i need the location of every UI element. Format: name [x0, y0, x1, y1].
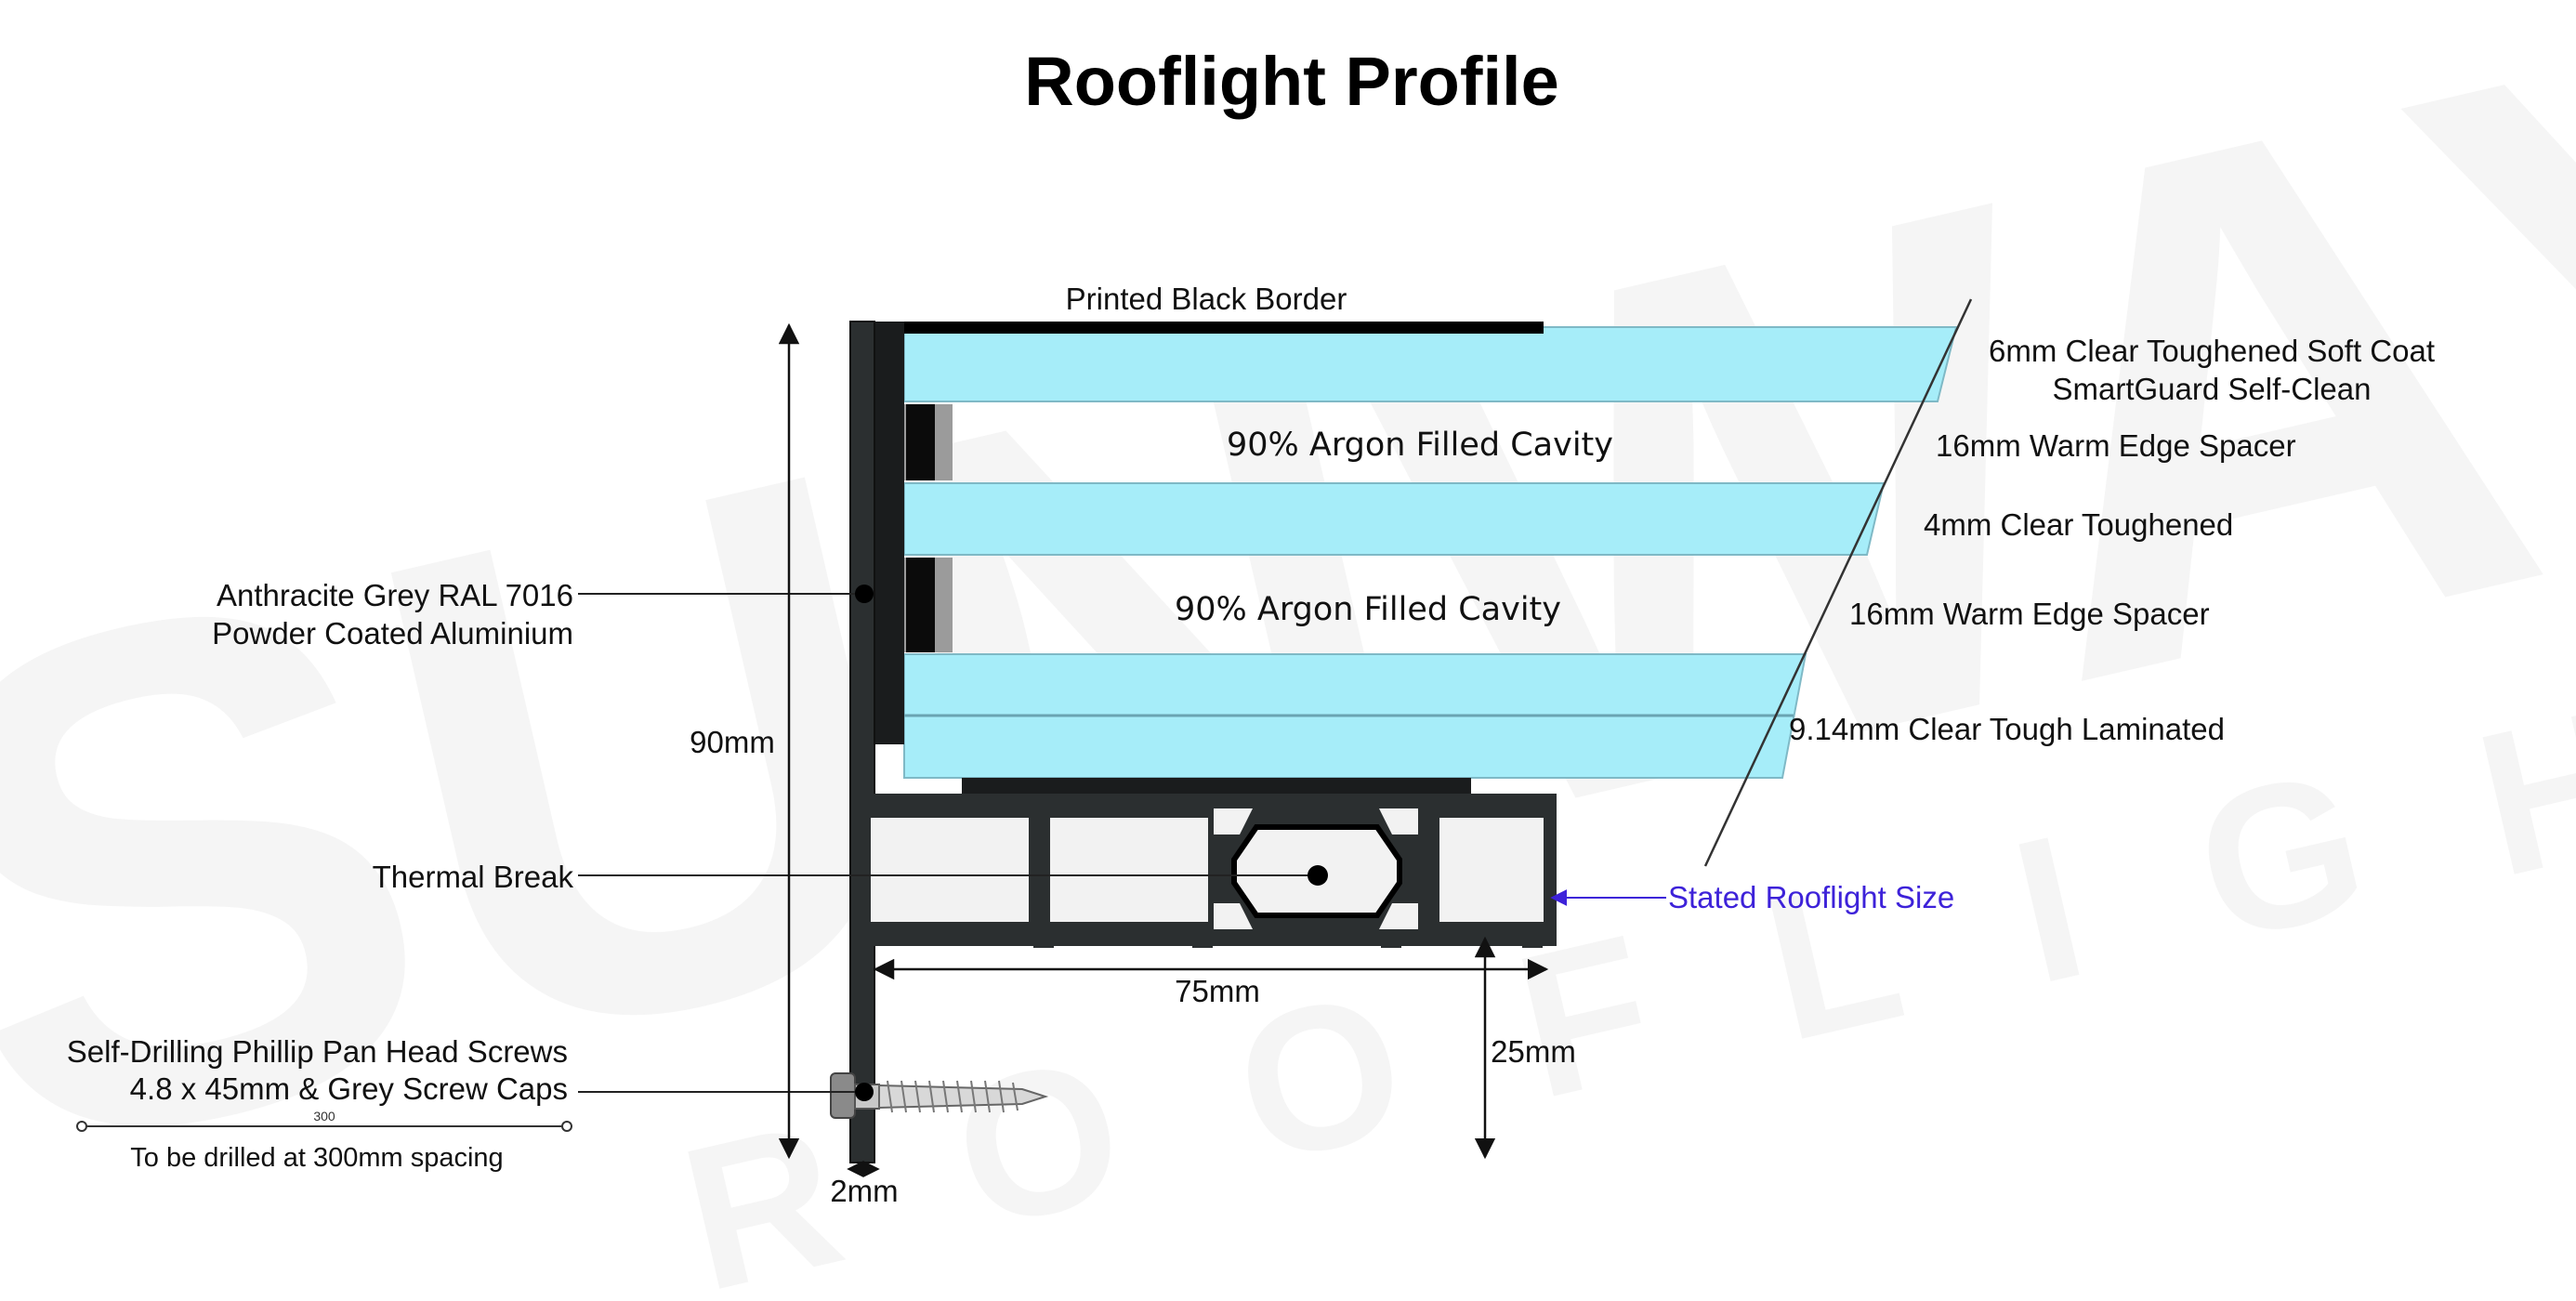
glass-pane-4mm [903, 482, 1886, 556]
frame-base-box [858, 794, 1557, 946]
label-screws-1: Self-Drilling Phillip Pan Head Screws [67, 1034, 568, 1069]
spacer-top [906, 404, 935, 480]
label-spacing-note: To be drilled at 300mm spacing [130, 1143, 503, 1173]
frame-foot [1522, 933, 1543, 948]
label-printed-border: Printed Black Border [1066, 282, 1347, 316]
label-spacer-top: 16mm Warm Edge Spacer [1936, 428, 2296, 463]
frame-foot [1381, 933, 1401, 948]
leader-dot-screws [855, 1083, 874, 1101]
label-cavity-top: 90% Argon Filled Cavity [1227, 427, 1613, 464]
label-frame-1: Anthracite Grey RAL 7016 [217, 578, 573, 612]
glass-pane-6mm [903, 326, 1958, 402]
label-glass-top-2: SmartGuard Self-Clean [2053, 372, 2372, 406]
label-glass-bottom: 9.14mm Clear Tough Laminated [1789, 712, 2225, 746]
thermal-break-notch [1214, 808, 1253, 834]
screw-cap [830, 1072, 856, 1119]
dimension-width: 75mm [1175, 974, 1260, 1008]
label-cavity-bottom: 90% Argon Filled Cavity [1175, 591, 1561, 628]
label-frame-2: Powder Coated Aluminium [212, 616, 573, 650]
dimension-wall: 2mm [830, 1174, 898, 1208]
spacing-scale-end [561, 1121, 572, 1132]
label-spacer-bottom: 16mm Warm Edge Spacer [1849, 597, 2210, 631]
label-screws-2: 4.8 x 45mm & Grey Screw Caps [130, 1071, 568, 1106]
thermal-break-notch [1379, 903, 1418, 929]
frame-foot [1192, 933, 1213, 948]
spacer-bottom [906, 558, 935, 652]
label-thermal-break: Thermal Break [373, 860, 574, 894]
thermal-break-notch [1379, 808, 1418, 834]
spacing-scale-end [76, 1121, 87, 1132]
label-glass-mid: 4mm Clear Toughened [1924, 507, 2233, 542]
frame-base-top [864, 803, 1550, 818]
glass-edge-diagonal [1703, 298, 1973, 867]
screw-thread [887, 1080, 1019, 1113]
label-stated-size: Stated Rooflight Size [1668, 880, 1954, 914]
dimension-upstand: 25mm [1491, 1034, 1576, 1069]
frame-foot [1033, 933, 1054, 948]
screw-shank [878, 1084, 1049, 1110]
printed-black-border [904, 322, 1544, 334]
label-glass-top-1: 6mm Clear Toughened Soft Coat [1989, 334, 2435, 368]
leader-dot-thermal-break [1308, 865, 1328, 886]
leader-dot-frame [855, 585, 874, 603]
label-spacing-value: 300 [313, 1109, 335, 1124]
page-title: Rooflight Profile [1024, 43, 1559, 120]
thermal-break-notch [1214, 903, 1253, 929]
frame-upstand-wall [849, 321, 875, 1163]
dimension-height: 90mm [690, 725, 775, 759]
frame-web-1 [1029, 803, 1050, 933]
warm-edge-spacers [904, 404, 953, 652]
